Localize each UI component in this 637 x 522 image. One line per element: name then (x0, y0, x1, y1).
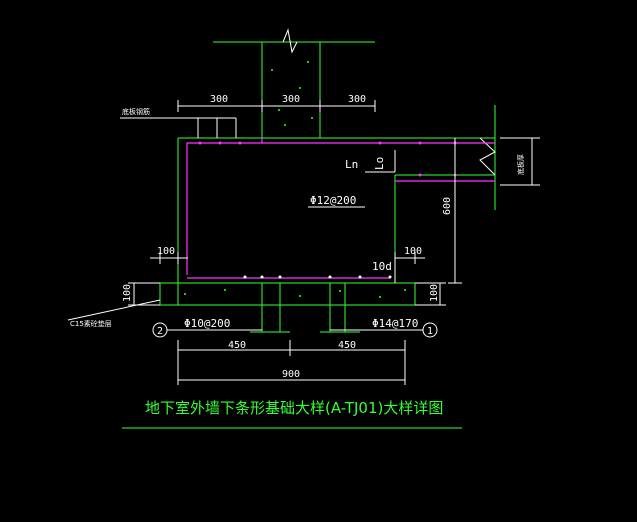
starter-bars (250, 283, 360, 333)
rebar-cage (186, 138, 495, 279)
side-label: 底板厚 (516, 154, 525, 175)
wall-hatch (271, 61, 313, 126)
cushion-hatch (184, 289, 406, 298)
height-dimension (448, 138, 462, 284)
wall-column (213, 28, 375, 138)
dim-top-left: 300 (210, 94, 228, 105)
dim-side-height: 600 (442, 197, 453, 215)
dim-left-slab: 100 (122, 284, 133, 302)
top-label: 底板钢筋 (122, 107, 150, 116)
drawing-title: 地下室外墙下条形基础大样(A-TJ01)大样详图 (145, 399, 443, 417)
concrete-cushion (159, 282, 416, 306)
dim-right-cover: 100 (404, 246, 422, 257)
dim-bottom-right: 450 (338, 340, 356, 351)
dim-right-slab: 100 (429, 284, 440, 302)
dim-bottom-total: 900 (282, 369, 300, 380)
bottom-rebar-dots (243, 275, 392, 279)
bottom-dimensions (177, 340, 406, 385)
top-rebar-notch (197, 117, 237, 138)
marker-1-label: 1 (427, 326, 433, 337)
dim-top-right: 300 (348, 94, 366, 105)
rebar-bottom-left: Φ10@200 (184, 317, 230, 330)
cushion-label: C15素砼垫层 (70, 319, 112, 328)
top-dimension (177, 100, 376, 112)
anchor-10d: 10d (372, 260, 392, 273)
cushion-leader (67, 299, 161, 321)
dim-left-cover: 100 (157, 246, 175, 257)
marker-2-label: 2 (157, 326, 163, 337)
lap-lo: Lo (373, 157, 386, 170)
side-break-mark (479, 137, 496, 176)
rebar-dots (198, 141, 457, 177)
dim-bottom-left: 450 (228, 340, 246, 351)
right-slab-dimension (500, 137, 540, 186)
cover-dimensions (128, 252, 446, 306)
lap-ln: Ln (345, 158, 358, 171)
rebar-middle: Φ12@200 (310, 194, 356, 207)
break-mark (282, 28, 298, 54)
dim-top-mid: 300 (282, 94, 300, 105)
rebar-bottom-right: Φ14@170 (372, 317, 418, 330)
